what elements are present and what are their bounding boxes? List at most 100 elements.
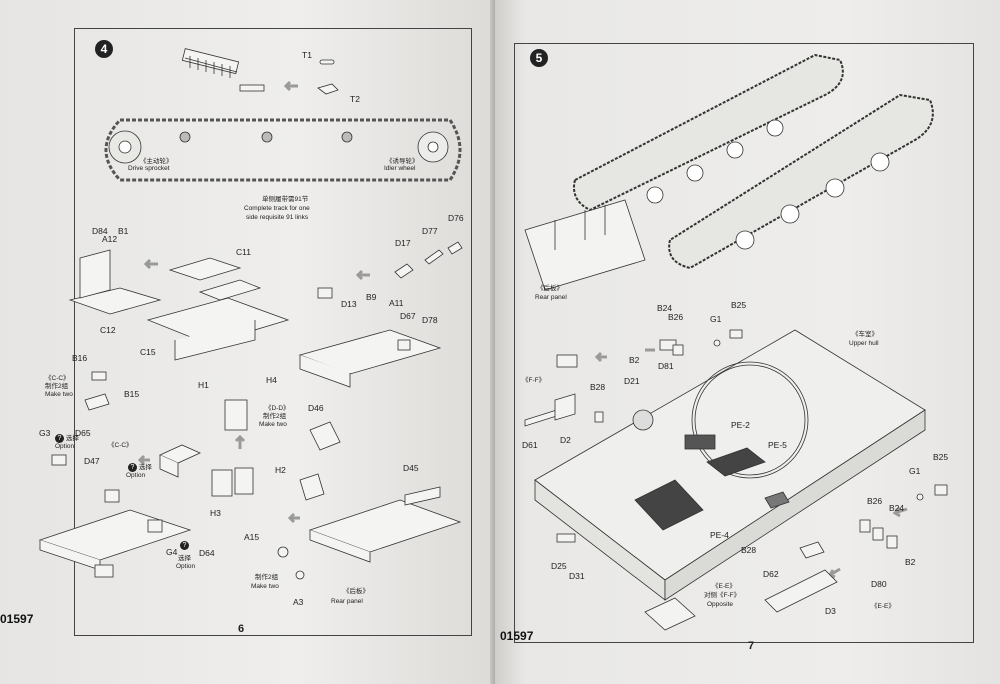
track-assembly xyxy=(573,53,934,270)
make-two-label: Make two xyxy=(259,421,287,428)
right-page: 5 《后板》 Rear panel B25 B24 B26 G1 B2 D81 … xyxy=(495,0,1000,684)
part-label: D77 xyxy=(422,226,438,236)
part-label: B2 xyxy=(905,557,916,567)
cc-label: 《C-C》 xyxy=(45,375,70,382)
upper-hull-label-cn: 《车室》 xyxy=(852,331,878,338)
part-label: PE-5 xyxy=(768,440,787,450)
drive-sprocket-label-cn: 《主动轮》 xyxy=(140,158,173,165)
part-label: D84 xyxy=(92,226,108,236)
left-page-drawings xyxy=(38,48,463,580)
track-note-line1: Complete track for one xyxy=(244,205,310,212)
make-two-cn: 制作2组 xyxy=(263,413,287,420)
option-label: Option xyxy=(55,443,75,450)
part-label: B9 xyxy=(366,292,377,302)
part-label: G1 xyxy=(710,314,722,324)
part-t2 xyxy=(317,83,339,95)
catalog-number: 01597 xyxy=(500,629,534,643)
part-label: D61 xyxy=(522,440,538,450)
part-d77 xyxy=(424,249,444,265)
option-label-cn: ? 选择 xyxy=(55,434,79,443)
part-label: B2 xyxy=(629,355,640,365)
part-label: D64 xyxy=(199,548,215,558)
parts-ff-cluster xyxy=(524,354,604,427)
part-label: C11 xyxy=(236,247,251,257)
option-label-cn: ? 选择 xyxy=(128,463,152,472)
parts-ee-cluster xyxy=(556,533,838,631)
part-t1 xyxy=(319,59,335,65)
part-label: D67 xyxy=(400,311,416,321)
part-label: D80 xyxy=(871,579,887,589)
ff-label: 《F-F》 xyxy=(522,377,546,384)
part-label: G4 xyxy=(166,547,178,557)
part-label: D47 xyxy=(84,456,100,466)
part-label: D21 xyxy=(624,376,640,386)
part-label: PE-4 xyxy=(710,530,729,540)
option-label: Option xyxy=(176,563,196,570)
ee-label: 《E-E》 xyxy=(712,583,736,590)
opposite-label: Opposite xyxy=(707,601,734,608)
part-b15 xyxy=(84,393,110,411)
make-two-cn: 制作2组 xyxy=(255,574,279,581)
track-loop xyxy=(104,118,462,182)
part-label: H4 xyxy=(266,375,277,385)
part-label: G3 xyxy=(39,428,51,438)
part-label: B26 xyxy=(668,312,684,322)
info-icon: ? xyxy=(180,541,189,550)
idler-wheel-label-cn: 《诱导轮》 xyxy=(386,158,419,165)
info-icon: ? xyxy=(128,463,137,472)
catalog-number: 01597 xyxy=(0,612,34,626)
pe-5-grille xyxy=(706,447,766,477)
assembly-d46 xyxy=(299,421,462,563)
part-label: A15 xyxy=(244,532,260,542)
part-label: B1 xyxy=(118,226,129,236)
assembly-c15 xyxy=(146,257,290,361)
pe-2-grille xyxy=(684,434,716,450)
cc-label: 《C-C》 xyxy=(108,442,133,449)
part-label: D81 xyxy=(658,361,674,371)
upper-hull-label: Upper hull xyxy=(849,340,879,347)
part-label: D78 xyxy=(422,315,438,325)
part-label: D45 xyxy=(403,463,419,473)
drive-sprocket-label: Drive sprocket xyxy=(128,165,170,172)
assembly-c12 xyxy=(68,249,162,315)
track-note-line2: side requisite 91 links xyxy=(246,214,309,221)
step-number: 4 xyxy=(95,40,113,58)
rear-panel-label: Rear panel xyxy=(331,598,363,605)
part-label: A11 xyxy=(389,298,404,308)
track-links-top xyxy=(181,48,265,92)
part-label: PE-2 xyxy=(731,420,750,430)
option-cn-text: 选择 xyxy=(65,435,79,443)
part-d21 xyxy=(632,409,654,431)
dd-label: 《D-D》 xyxy=(265,405,290,412)
part-d76 xyxy=(447,241,463,255)
part-label: T1 xyxy=(302,50,312,60)
part-b16 xyxy=(91,371,107,381)
opposite-label-cn: 对侧《F-F》 xyxy=(704,592,741,599)
part-label: H3 xyxy=(210,508,221,518)
part-label: A3 xyxy=(293,597,304,607)
parts-b24-cluster xyxy=(659,329,743,356)
part-label: D76 xyxy=(448,213,464,223)
left-page: 4 T1 T2 《主动轮》 Drive sprocket 《诱导轮》 Idler… xyxy=(0,0,495,684)
part-label: A12 xyxy=(102,234,118,244)
option-cn-text: 选择 xyxy=(138,464,152,472)
rear-panel-label-cn: 《后板》 xyxy=(343,588,369,595)
ee-label: 《E-E》 xyxy=(871,603,895,610)
part-a15 xyxy=(277,546,289,558)
part-label: B16 xyxy=(72,353,88,363)
part-label: D46 xyxy=(308,403,324,413)
pe-4-grille xyxy=(634,479,704,531)
page-number: 6 xyxy=(238,623,245,635)
part-label: B24 xyxy=(889,503,905,513)
part-label: D17 xyxy=(395,238,411,248)
track-note-cn: 单侧履带需91节 xyxy=(262,196,309,203)
part-label: B25 xyxy=(731,300,747,310)
part-d17 xyxy=(394,263,414,279)
right-page-drawings xyxy=(524,53,948,631)
assembly-g3 xyxy=(38,454,192,578)
part-label: D65 xyxy=(75,428,91,438)
right-page-frame xyxy=(514,43,974,643)
page-number: 7 xyxy=(748,640,755,652)
part-label: D13 xyxy=(341,299,357,309)
option-cn-text: 选择 xyxy=(178,555,191,562)
